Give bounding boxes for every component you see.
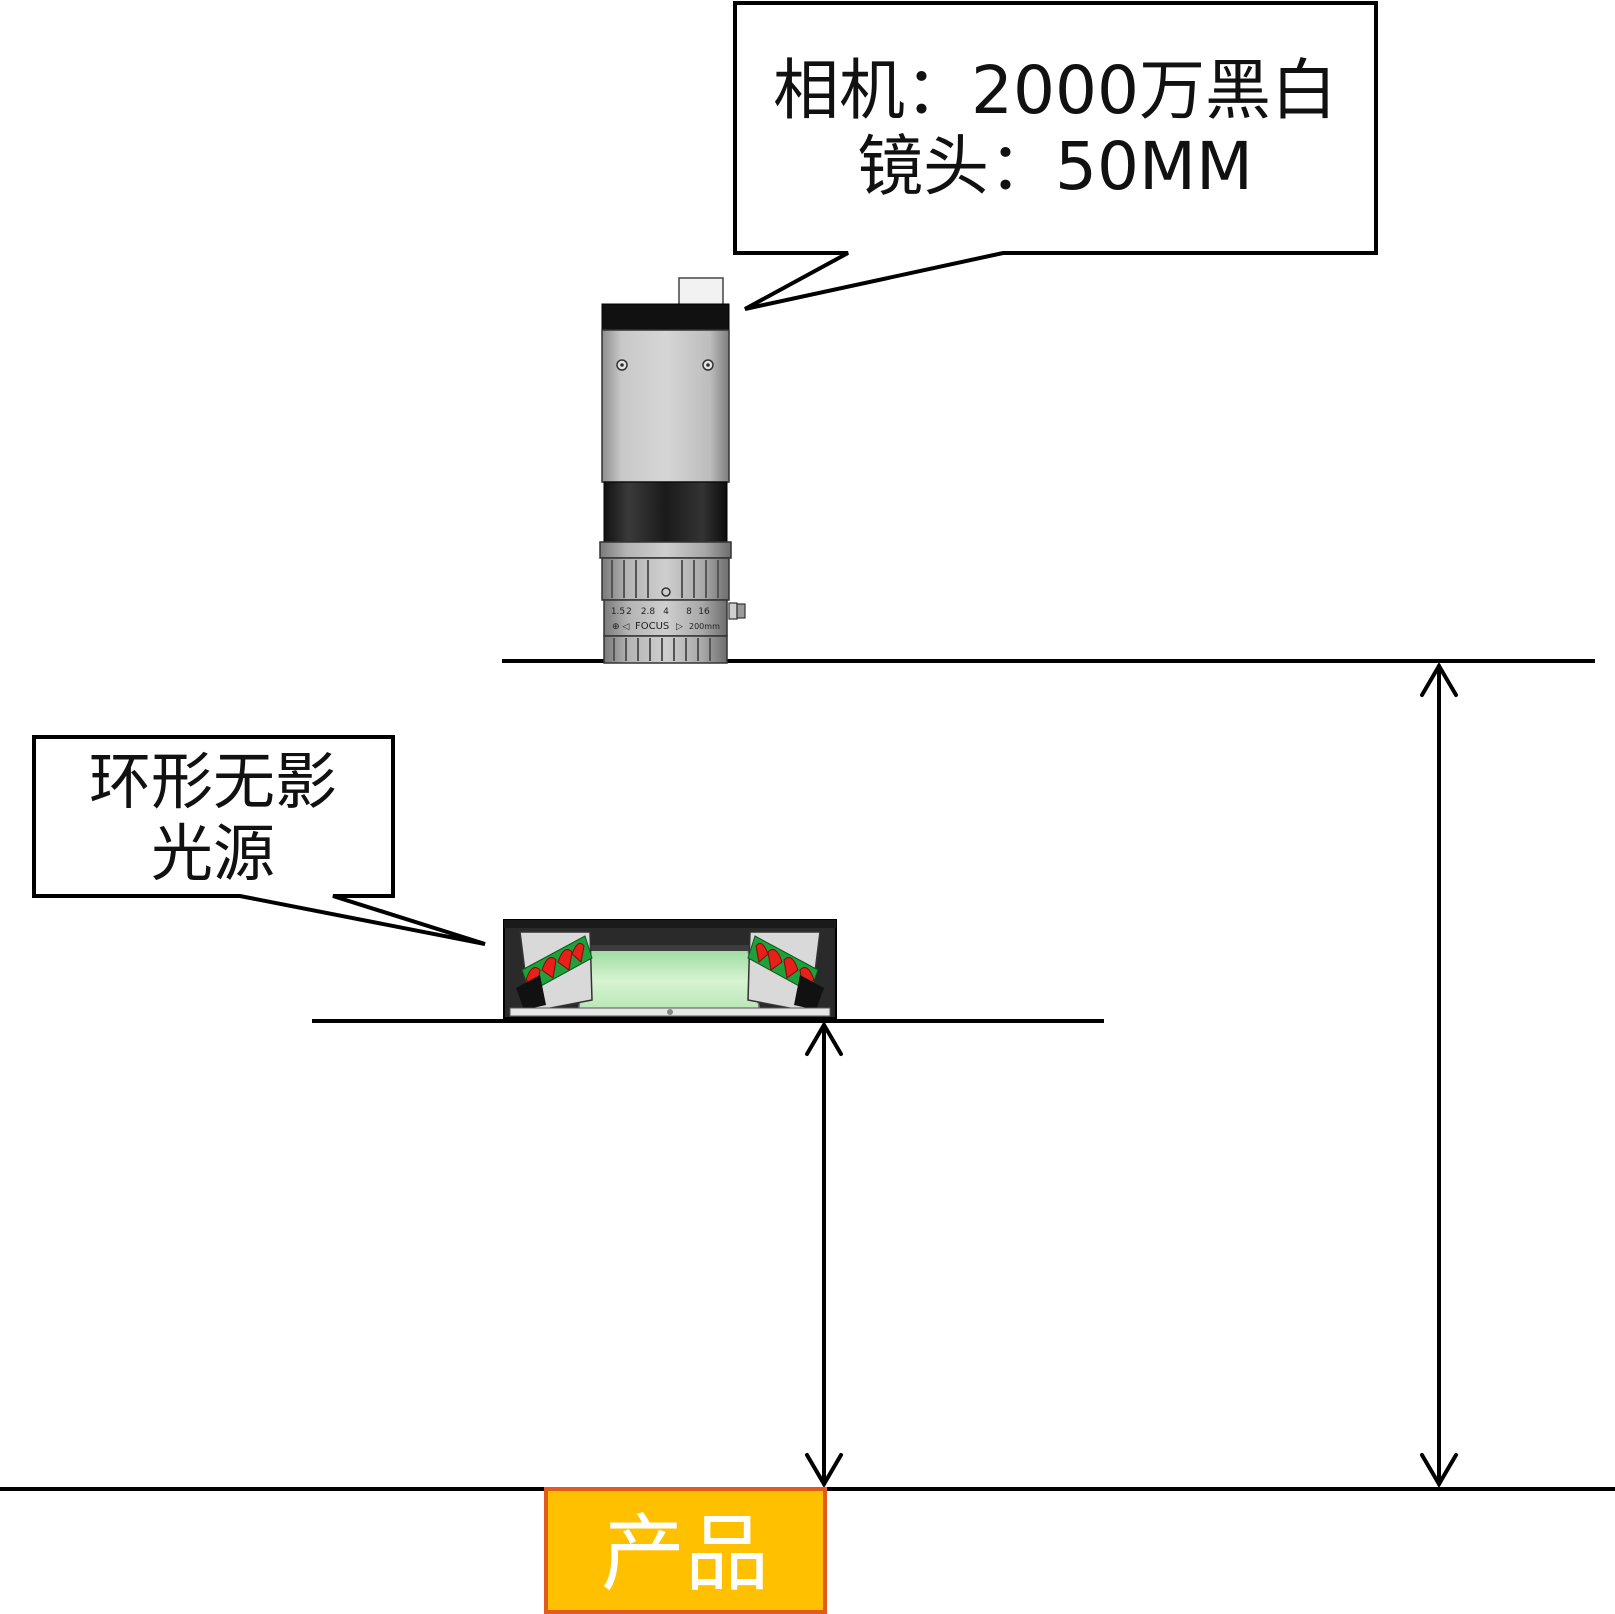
camera-working-distance-arrow [1420,662,1458,1488]
camera-spec-text: 相机：2000万黑白 [773,52,1337,129]
fnum-2: 2 [626,607,632,617]
lens-spec-text: 镜头：50MM [857,128,1253,205]
product-label: 产品 [601,1505,769,1603]
light-working-distance-arrow [805,1021,843,1488]
fnum-3: 2.8 [641,607,656,617]
camera-callout: 相机：2000万黑白 镜头：50MM [733,1,1378,311]
focus-label: FOCUS [635,621,669,632]
light-type-text: 环形无影 [89,745,337,818]
light-callout: 环形无影 光源 [32,735,486,946]
svg-text:▷: ▷ [676,622,683,632]
fnum-5: 8 [686,607,692,617]
camera-illustration: 1.5 2 2.8 4 8 16 ⊕ ◁ FOCUS ▷ 200mm [599,277,746,664]
light-source-text: 光源 [151,817,275,890]
fnum-6: 16 [698,607,710,617]
fnum-4: 4 [663,607,669,617]
fnum-1: 1.5 [611,607,625,617]
product-box: 产品 [544,1487,827,1614]
ring-light-illustration [503,919,837,1019]
svg-text:⊕ ◁: ⊕ ◁ [612,622,629,632]
focus-distance-label: 200mm [689,622,720,631]
